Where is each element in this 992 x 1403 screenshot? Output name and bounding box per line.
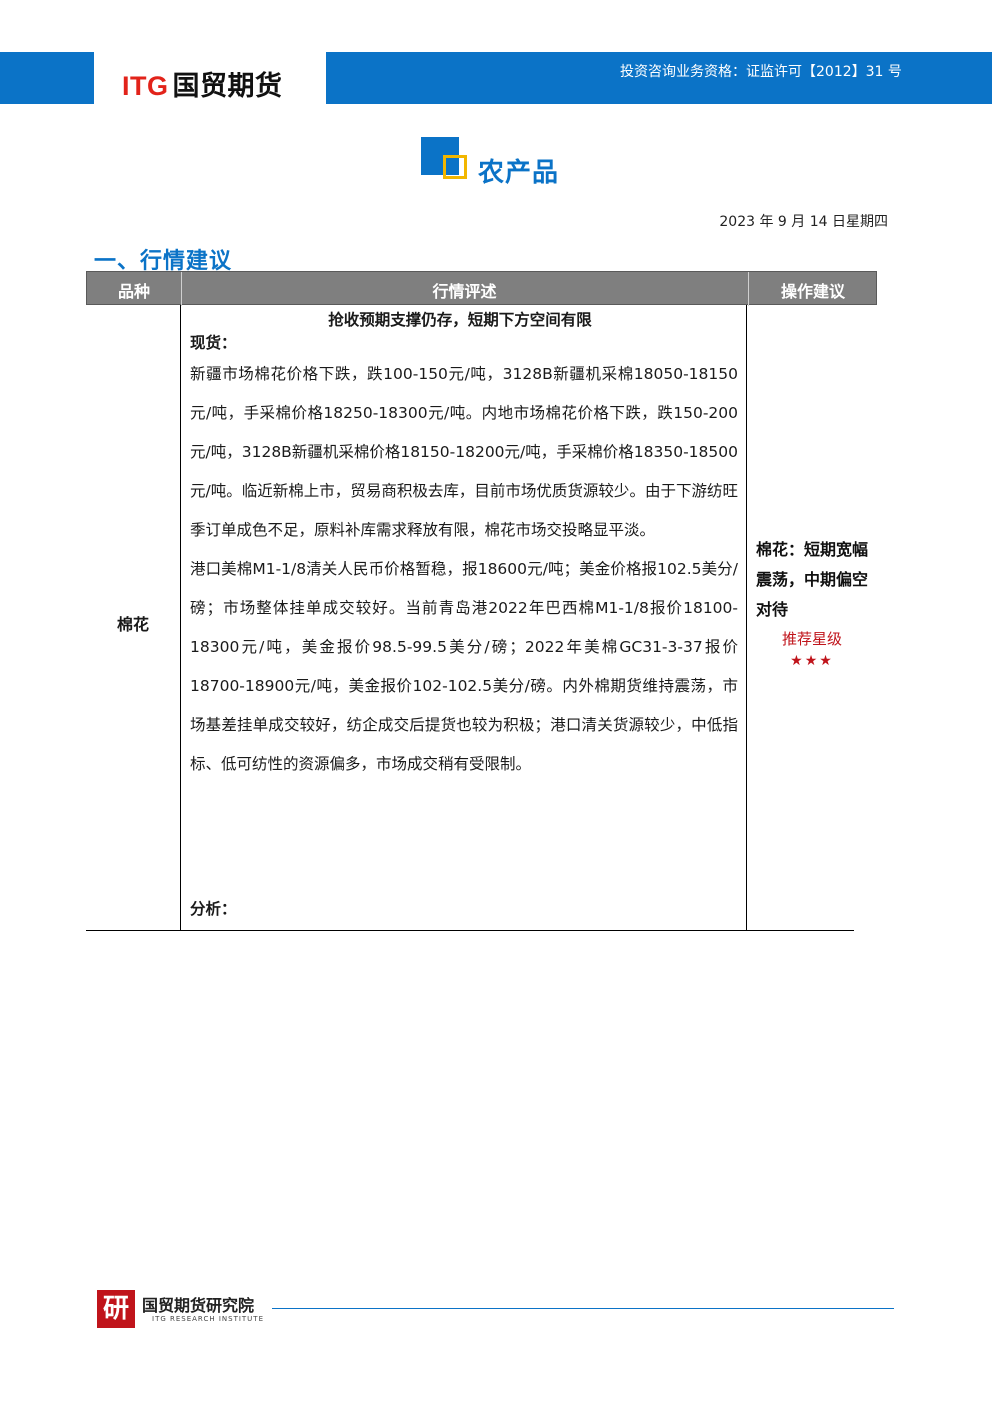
star-icon: ★ [819, 653, 834, 669]
report-date: 2023 年 9 月 14 日星期四 [719, 214, 888, 230]
header-commentary: 行情评述 [181, 272, 749, 306]
rating-stars: ★★★ [748, 651, 876, 671]
header-left-bar [0, 52, 94, 104]
commentary-cell: 抢收预期支撑仍存，短期下方空间有限 现货： 新疆市场棉花价格下跌，跌100-15… [190, 309, 738, 918]
header-logo-box [94, 52, 326, 104]
research-institute-subtitle: ITG RESEARCH INSTITUTE [152, 1315, 265, 1323]
column-divider [746, 305, 747, 931]
header-right-bar [326, 52, 992, 104]
research-institute-name: 国贸期货研究院 [142, 1296, 255, 1315]
spot-paragraph-xinjiang: 新疆市场棉花价格下跌，跌100-150元/吨，3128B新疆机采棉18050-1… [190, 365, 738, 539]
yellow-square-outline [443, 155, 467, 179]
variety-cell: 棉花 [116, 615, 149, 634]
header-operation: 操作建议 [780, 282, 845, 301]
logo-latin: ITG [122, 71, 169, 101]
rating-label: 推荐星级 [781, 630, 842, 648]
spot-label: 现货： [190, 334, 237, 352]
operation-advice: 棉花：短期宽幅震荡，中期偏空对待 [756, 540, 869, 619]
license-text: 投资咨询业务资格：证监许可【2012】31 号 [620, 64, 902, 80]
star-icon: ★ [804, 653, 820, 669]
column-divider [180, 305, 181, 931]
commentary-headline: 抢收预期支撑仍存，短期下方空间有限 [328, 311, 592, 329]
research-institute-logo: 研 [97, 1290, 135, 1328]
table-header: 品种 行情评述 操作建议 [86, 271, 877, 306]
star-icon: ★ [790, 653, 805, 669]
table-bottom-border [86, 930, 854, 931]
operation-cell: 棉花：短期宽幅震荡，中期偏空对待 推荐星级 ★★★ [748, 535, 876, 671]
header-variety: 品种 [87, 272, 182, 306]
section-square-icon [421, 137, 469, 185]
logo-cn: 国贸期货 [172, 71, 283, 102]
section-title: 农产品 [478, 158, 560, 188]
footer-divider [272, 1308, 894, 1309]
heading-market-advice: 一、行情建议 [94, 249, 233, 274]
analysis-label: 分析： [190, 900, 237, 918]
spot-paragraph-port: 港口美棉M1-1/8清关人民币价格暂稳，报18600元/吨；美金价格报102.5… [190, 560, 738, 773]
